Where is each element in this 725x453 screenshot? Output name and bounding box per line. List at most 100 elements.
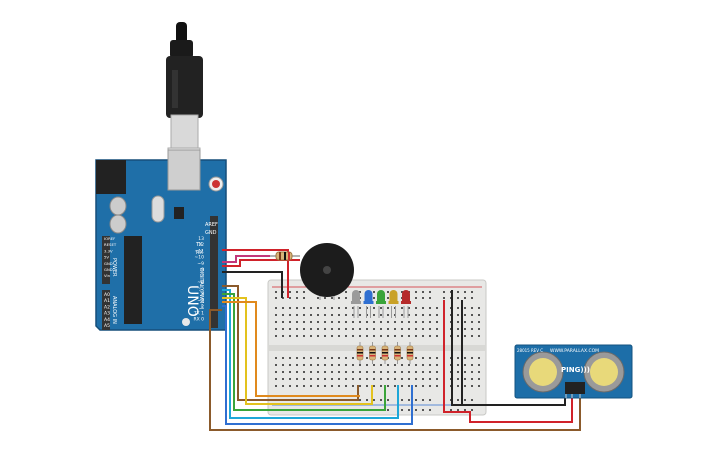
rail-hole (359, 399, 361, 401)
wires (209, 249, 581, 431)
power-pin-label: 3.3V (104, 248, 113, 253)
rail-hole (296, 297, 298, 299)
bb-hole (345, 378, 347, 380)
bb-hole (394, 385, 396, 387)
bb-hole (359, 371, 361, 373)
wire-trig (209, 309, 581, 431)
rail-hole (415, 291, 417, 293)
bb-hole (338, 357, 340, 359)
bb-hole (373, 335, 375, 337)
bb-hole (282, 307, 284, 309)
bb-hole (415, 385, 417, 387)
bb-hole (331, 335, 333, 337)
rail-hole (345, 291, 347, 293)
bb-hole (422, 314, 424, 316)
bb-hole (331, 371, 333, 373)
bb-hole (457, 357, 459, 359)
bb-hole (359, 321, 361, 323)
bb-hole (478, 364, 480, 366)
bb-hole (471, 357, 473, 359)
digital-pin-label: ~9 (197, 261, 204, 267)
bb-hole (352, 321, 354, 323)
bb-hole (338, 314, 340, 316)
bb-hole (324, 371, 326, 373)
bb-hole (464, 328, 466, 330)
bb-hole (331, 307, 333, 309)
resistor (381, 342, 389, 364)
bb-hole (471, 385, 473, 387)
bb-hole (338, 335, 340, 337)
resistor (406, 342, 414, 364)
wire-led-blue (222, 289, 399, 419)
bb-hole (331, 321, 333, 323)
bb-hole (282, 364, 284, 366)
digital-pin-label: 4 (201, 292, 204, 298)
bb-hole (345, 307, 347, 309)
bb-hole (408, 364, 410, 366)
bb-hole (317, 364, 319, 366)
bb-hole (429, 385, 431, 387)
bb-hole (310, 307, 312, 309)
rail-hole (331, 297, 333, 299)
bb-hole (415, 335, 417, 337)
bb-hole (296, 314, 298, 316)
bb-hole (324, 321, 326, 323)
bb-hole (282, 378, 284, 380)
bb-hole (317, 314, 319, 316)
bb-hole (282, 321, 284, 323)
bb-hole (275, 385, 277, 387)
bb-hole (394, 364, 396, 366)
buzzer-resistor (270, 251, 300, 261)
bb-hole (345, 385, 347, 387)
bb-hole (324, 314, 326, 316)
rail-hole (422, 291, 424, 293)
bb-hole (478, 314, 480, 316)
bb-hole (310, 328, 312, 330)
bb-hole (352, 357, 354, 359)
bb-hole (282, 335, 284, 337)
rail-hole (415, 399, 417, 401)
bb-hole (331, 357, 333, 359)
rail-hole (289, 297, 291, 299)
bb-hole (429, 357, 431, 359)
bb-hole (317, 357, 319, 359)
bb-hole (296, 335, 298, 337)
rail-hole (422, 409, 424, 411)
bb-hole (457, 385, 459, 387)
bb-hole (401, 371, 403, 373)
bb-hole (359, 307, 361, 309)
rail-hole (457, 297, 459, 299)
bb-hole (478, 371, 480, 373)
power-pin-label: RESET (104, 242, 117, 247)
analog-pin-label: A2 (104, 304, 110, 310)
bb-hole (471, 328, 473, 330)
bb-hole (401, 364, 403, 366)
rail-hole (429, 297, 431, 299)
bb-hole (401, 328, 403, 330)
bb-hole (303, 307, 305, 309)
bb-hole (436, 364, 438, 366)
bb-hole (275, 378, 277, 380)
bb-hole (352, 364, 354, 366)
bb-hole (436, 314, 438, 316)
bb-hole (289, 378, 291, 380)
bb-hole (345, 364, 347, 366)
digital-pin-label: 8 (201, 267, 204, 273)
bb-hole (345, 371, 347, 373)
bb-hole (387, 314, 389, 316)
bb-hole (359, 378, 361, 380)
bb-hole (478, 328, 480, 330)
power-pin-label: GND (104, 267, 113, 272)
atmega-chip (124, 236, 142, 324)
bb-hole (387, 335, 389, 337)
bb-hole (303, 314, 305, 316)
sensor-model: PING))) (561, 366, 590, 374)
bb-hole (289, 314, 291, 316)
bb-hole (408, 314, 410, 316)
bb-hole (352, 378, 354, 380)
led-resistors (356, 342, 414, 364)
power-pin-label: IOREF (104, 236, 115, 241)
bb-hole (429, 378, 431, 380)
analog-pin-label: A0 (104, 292, 110, 298)
